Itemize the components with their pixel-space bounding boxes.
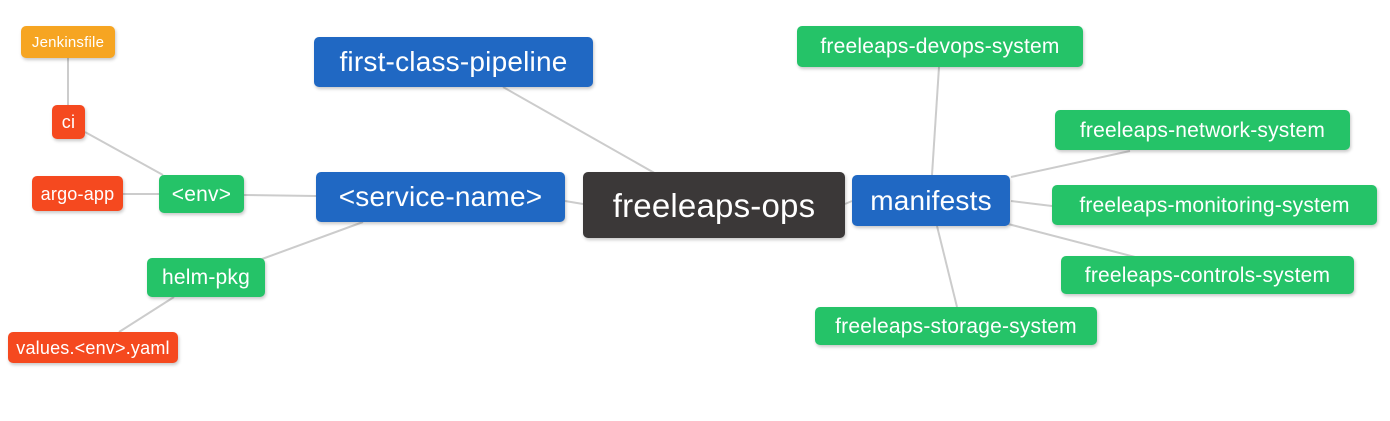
edge-env-to-service-name	[243, 194, 317, 197]
node-service-name[interactable]: <service-name>	[316, 172, 565, 222]
node-freeleaps-ops[interactable]: freeleaps-ops	[583, 172, 845, 238]
edge-manifests-to-network-system	[1010, 150, 1131, 178]
edge-ci-to-env	[84, 131, 164, 176]
node-argo-app[interactable]: argo-app	[32, 176, 123, 211]
node-ci[interactable]: ci	[52, 105, 85, 139]
edge-values-env-yaml-to-helm-pkg	[118, 296, 175, 333]
node-monitoring-system[interactable]: freeleaps-monitoring-system	[1052, 185, 1377, 225]
node-controls-system[interactable]: freeleaps-controls-system	[1061, 256, 1354, 294]
node-helm-pkg[interactable]: helm-pkg	[147, 258, 265, 297]
node-jenkinsfile[interactable]: Jenkinsfile	[21, 26, 115, 58]
edge-manifests-to-controls-system	[1007, 223, 1136, 258]
node-manifests[interactable]: manifests	[852, 175, 1010, 226]
node-first-class-pipeline[interactable]: first-class-pipeline	[314, 37, 593, 87]
node-storage-system[interactable]: freeleaps-storage-system	[815, 307, 1097, 345]
edge-freeleaps-ops-to-manifests	[844, 200, 853, 205]
edge-manifests-to-monitoring-system	[1010, 200, 1053, 207]
node-values-env-yaml[interactable]: values.<env>.yaml	[8, 332, 178, 363]
edge-manifests-to-storage-system	[936, 225, 958, 308]
node-devops-system[interactable]: freeleaps-devops-system	[797, 26, 1083, 67]
node-env[interactable]: <env>	[159, 175, 244, 213]
edge-service-name-to-freeleaps-ops	[564, 200, 584, 205]
edge-first-class-pipeline-to-freeleaps-ops	[502, 86, 659, 176]
edge-manifests-to-devops-system	[931, 66, 940, 176]
node-network-system[interactable]: freeleaps-network-system	[1055, 110, 1350, 150]
edge-helm-pkg-to-service-name	[261, 221, 364, 260]
